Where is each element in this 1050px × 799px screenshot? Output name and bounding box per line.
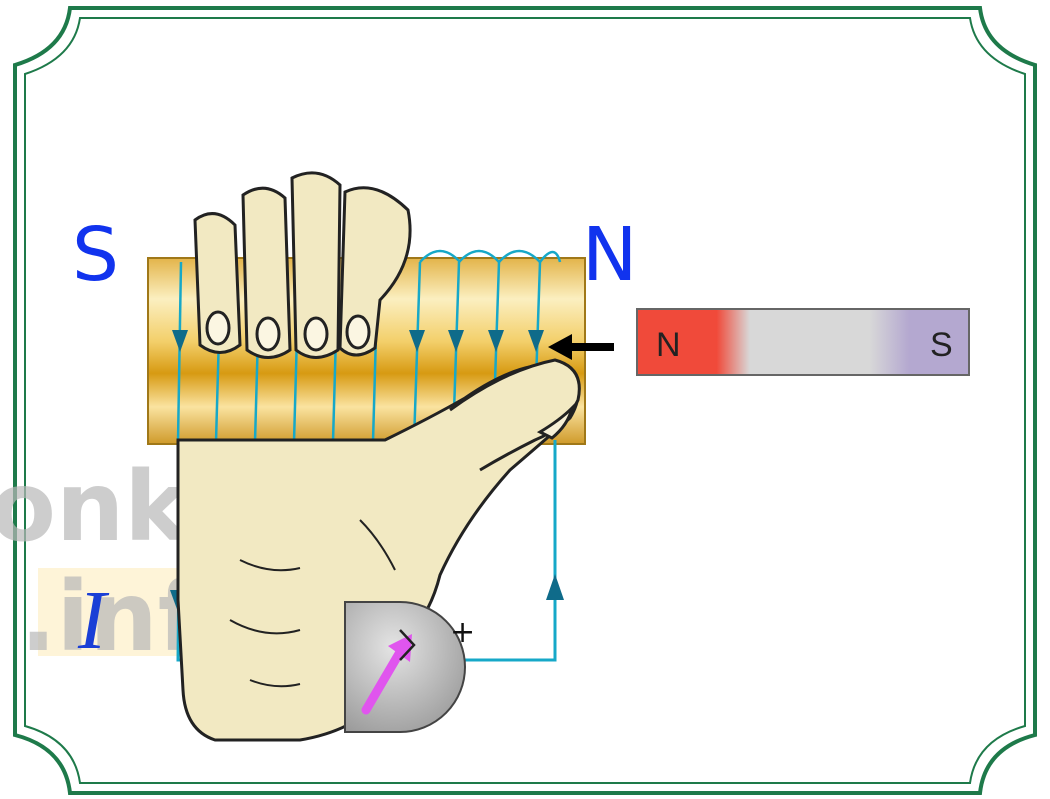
battery-plus-sign: + xyxy=(450,615,475,650)
fingernail xyxy=(305,318,327,350)
bar-magnet-south-label: S xyxy=(930,326,953,364)
fingernail xyxy=(207,312,229,344)
current-symbol: I xyxy=(77,574,110,667)
solenoid-south-pole-label: S xyxy=(72,212,119,298)
fingernail xyxy=(257,318,279,350)
wire-up-arrowhead xyxy=(546,574,564,600)
battery xyxy=(345,602,465,732)
bar-magnet: N S xyxy=(637,309,969,375)
bar-magnet-north-label: N xyxy=(656,326,681,364)
fingernail xyxy=(347,316,369,348)
solenoid-north-pole-label: N xyxy=(582,212,637,298)
bar-magnet-body xyxy=(637,309,969,375)
